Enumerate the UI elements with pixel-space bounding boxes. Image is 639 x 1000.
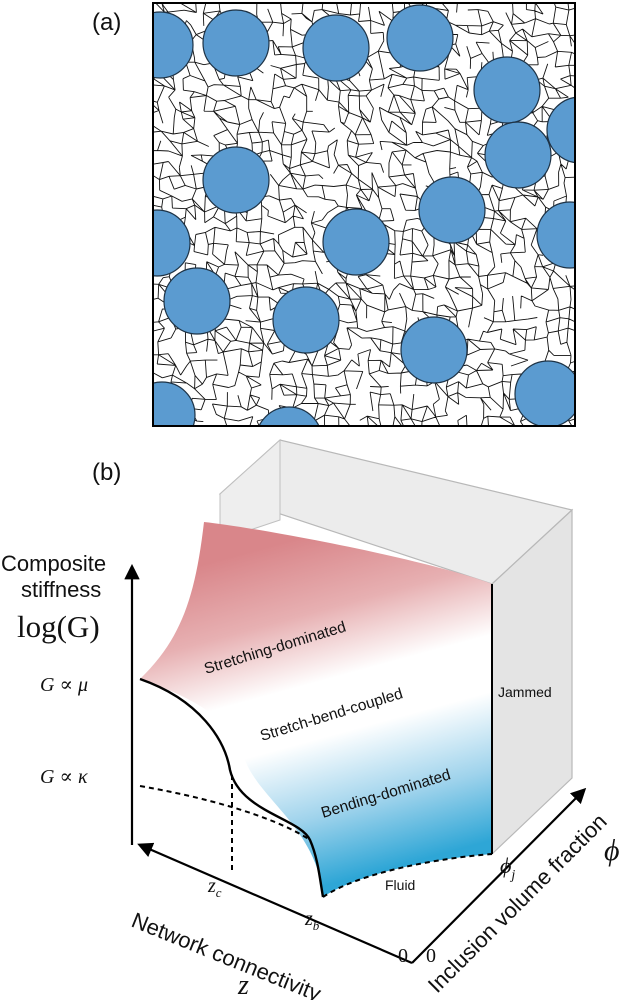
inclusion-circle <box>473 56 541 124</box>
panel-b-label: (b) <box>92 459 121 486</box>
inclusion-circle <box>153 11 194 79</box>
inclusion-circle <box>400 316 468 384</box>
inclusion-circle <box>536 201 575 269</box>
inclusion-circle <box>418 176 486 244</box>
panel-a-frame <box>152 2 576 427</box>
inclusion-circle <box>322 208 390 276</box>
inclusion-circle <box>202 9 270 77</box>
stiffness-surface <box>140 522 492 897</box>
tick-phi-j: ϕj <box>500 853 515 883</box>
inclusion-circle <box>546 96 575 164</box>
tick-z-c: zc <box>207 875 222 900</box>
inclusion-circle <box>272 286 340 354</box>
inclusion-circle <box>386 4 454 72</box>
inclusion-circle <box>153 381 196 426</box>
y-axis-title-line3: log(G) <box>17 609 100 644</box>
tick-g-mu: G ∝ μ <box>40 674 88 696</box>
kappa-dashed-curve <box>139 785 311 841</box>
inclusion-circle <box>202 146 270 214</box>
tick-g-kappa: G ∝ κ <box>40 766 88 788</box>
x-axis-arrow <box>137 842 413 965</box>
inclusion-particles <box>153 4 575 426</box>
tick-zero-x: 0 <box>398 945 408 967</box>
tick-z-b: zb <box>304 908 320 933</box>
region-fluid-label: Fluid <box>385 877 415 893</box>
inclusion-circle <box>484 121 552 189</box>
panel-b: (b) Composite stiffness log(G) G ∝ μ G ∝… <box>1 438 620 1000</box>
jammed-box-back-left <box>219 438 281 541</box>
panel-a: (a) <box>92 2 576 427</box>
jamming-dashed-curve <box>322 853 493 898</box>
phi0-stiffness-curve <box>139 677 325 898</box>
depth-axis-arrow <box>411 787 587 964</box>
inclusion-circle <box>153 209 191 277</box>
x-axis-symbol: z <box>237 970 249 1000</box>
panel-a-label: (a) <box>92 9 121 36</box>
inclusion-circle <box>163 267 231 335</box>
region-jammed-label: Jammed <box>498 684 552 700</box>
inclusion-circle <box>302 14 370 82</box>
y-axis-title-line2: stiffness <box>21 577 101 602</box>
tick-zero-depth: 0 <box>426 945 436 967</box>
depth-axis-symbol: ϕ <box>604 834 620 867</box>
inclusion-circle <box>258 406 320 426</box>
inclusion-circle <box>514 360 575 426</box>
x-axis-title: Network connectivity <box>128 907 324 1000</box>
y-axis-title-line1: Composite <box>1 551 106 576</box>
